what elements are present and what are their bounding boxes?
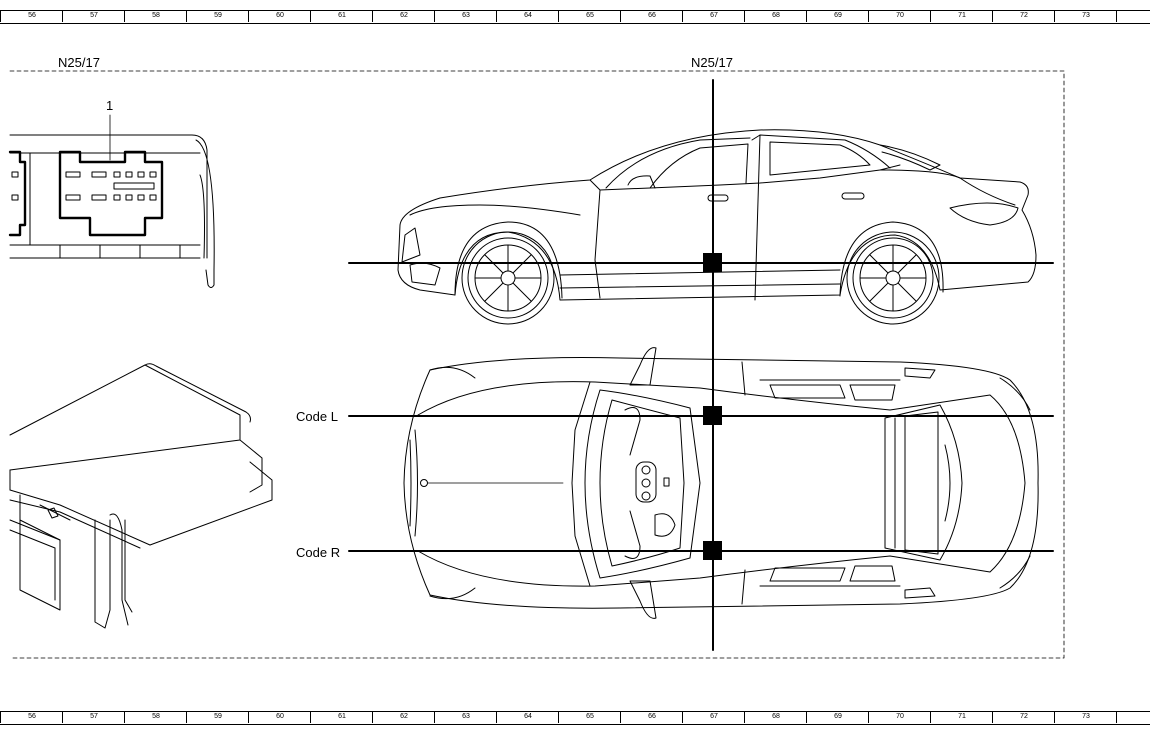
control-unit-drawing	[9, 363, 273, 629]
ruler-cell: 56	[0, 10, 63, 22]
connector-drawing	[8, 114, 215, 288]
marker-code-l	[703, 406, 722, 425]
ruler-cell: 62	[372, 10, 435, 22]
ruler-cell: 56	[0, 711, 63, 723]
ruler-cell-end	[1116, 10, 1151, 22]
ruler-cell: 72	[992, 10, 1055, 22]
ruler-cell: 67	[682, 711, 745, 723]
ruler-cell: 57	[62, 10, 125, 22]
grid-ruler-top: 56 57 58 59 60 61 62 63 64 65 66 67 68 6…	[0, 10, 1160, 24]
code-l-label: Code L	[296, 409, 338, 424]
ruler-bar	[0, 10, 1150, 24]
ruler-cell: 70	[868, 10, 931, 22]
ruler-cell: 65	[558, 711, 621, 723]
position-markers	[703, 253, 722, 560]
ruler-cell: 68	[744, 10, 807, 22]
ruler-cell: 72	[992, 711, 1055, 723]
ruler-cell: 60	[248, 10, 311, 22]
dashed-frame	[9, 70, 1065, 659]
ruler-cell: 58	[124, 10, 187, 22]
ruler-cell: 66	[620, 10, 683, 22]
marker-side-view	[703, 253, 722, 272]
ruler-cell: 63	[434, 711, 497, 723]
ruler-cell: 71	[930, 10, 993, 22]
ruler-cell: 57	[62, 711, 125, 723]
ruler-cell: 70	[868, 711, 931, 723]
ruler-cell: 65	[558, 10, 621, 22]
ruler-cell: 61	[310, 10, 373, 22]
ruler-cell: 58	[124, 711, 187, 723]
component-label-right: N25/17	[691, 55, 733, 70]
car-top-view	[403, 347, 1039, 619]
ruler-bar	[0, 711, 1150, 725]
component-label-left: N25/17	[58, 55, 100, 70]
ruler-cell: 63	[434, 10, 497, 22]
ruler-cell: 73	[1054, 711, 1117, 723]
grid-ruler-bottom: 56 57 58 59 60 61 62 63 64 65 66 67 68 6…	[0, 711, 1160, 725]
ruler-cell: 68	[744, 711, 807, 723]
ruler-cell: 66	[620, 711, 683, 723]
car-side-view	[397, 129, 1037, 325]
ruler-cell: 71	[930, 711, 993, 723]
ruler-cell: 59	[186, 10, 249, 22]
ruler-cell: 69	[806, 711, 869, 723]
ruler-cell: 62	[372, 711, 435, 723]
ruler-cell: 64	[496, 10, 559, 22]
ruler-cell: 64	[496, 711, 559, 723]
ruler-cell: 60	[248, 711, 311, 723]
code-r-label: Code R	[296, 545, 341, 560]
marker-code-r	[703, 541, 722, 560]
ruler-cell-end	[1116, 711, 1151, 723]
ruler-cell: 73	[1054, 10, 1117, 22]
ruler-cell: 61	[310, 711, 373, 723]
ruler-cell: 69	[806, 10, 869, 22]
ruler-cell: 59	[186, 711, 249, 723]
ruler-cell: 67	[682, 10, 745, 22]
callout-number: 1	[106, 98, 114, 113]
